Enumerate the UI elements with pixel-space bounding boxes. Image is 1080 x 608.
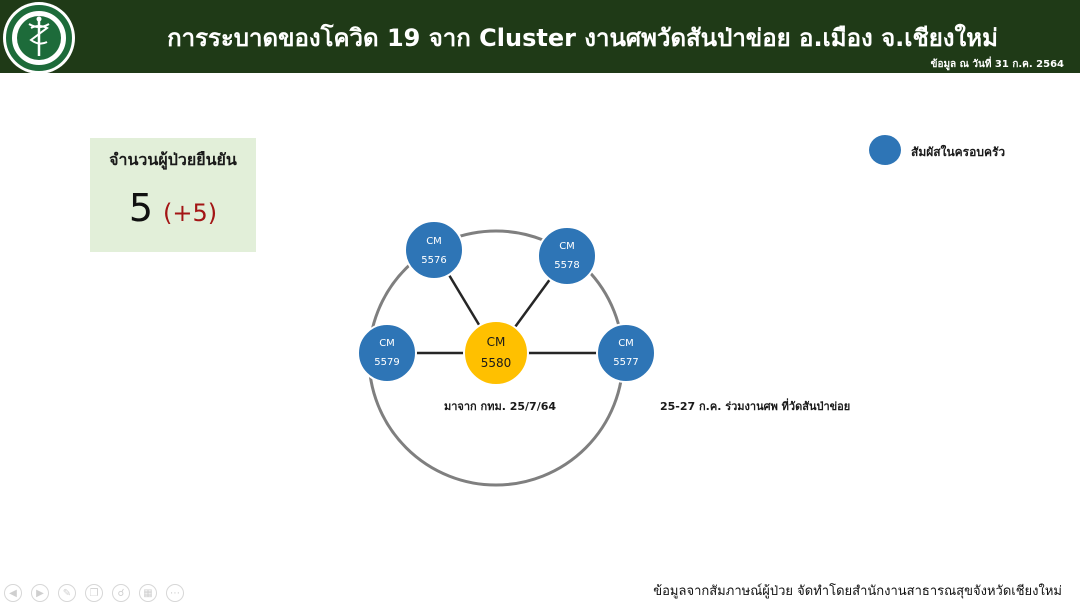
- ministry-logo: [3, 2, 75, 74]
- node-5579-circle: [357, 323, 417, 383]
- node-5578-line1: CM: [559, 241, 575, 252]
- footer-credit: ข้อมูลจากสัมภาษณ์ผู้ป่วย จัดทำโดยสำนักงา…: [653, 584, 1062, 599]
- node-5577-line2: 5577: [613, 357, 638, 368]
- zoom-icon[interactable]: ☌: [112, 584, 130, 602]
- more-icon[interactable]: ⋯: [166, 584, 184, 602]
- node-5576-circle: [404, 220, 464, 280]
- confirmed-cases-label: จำนวนผู้ป่วยยืนยัน: [109, 150, 237, 169]
- node-5577-circle: [596, 323, 656, 383]
- source-note: มาจาก กทม. 25/7/64: [444, 400, 557, 413]
- node-5578-circle: [537, 226, 597, 286]
- ministry-seal-icon: [5, 4, 73, 72]
- node-5580-center: CM 5580: [463, 320, 529, 386]
- legend-swatch: [869, 135, 901, 165]
- node-5580-circle: [463, 320, 529, 386]
- node-5579: CM 5579: [357, 323, 417, 383]
- node-5576: CM 5576: [404, 220, 464, 280]
- node-5577: CM 5577: [596, 323, 656, 383]
- node-5579-line1: CM: [379, 338, 395, 349]
- confirmed-cases-box: จำนวนผู้ป่วยยืนยัน 5 (+5): [90, 138, 256, 252]
- node-5577-line1: CM: [618, 338, 634, 349]
- legend-label: สัมผัสในครอบครัว: [911, 145, 1006, 159]
- node-5579-line2: 5579: [374, 357, 399, 368]
- event-note: 25-27 ก.ค. ร่วมงานศพ ที่วัดสันป่าข่อย: [660, 400, 851, 413]
- header-bar: การระบาดของโควิด 19 จาก Cluster งานศพวัด…: [0, 0, 1080, 74]
- next-icon[interactable]: ▶: [31, 584, 49, 602]
- node-5576-line2: 5576: [421, 255, 446, 266]
- confirmed-cases-count: 5: [128, 186, 154, 230]
- copy-icon[interactable]: ❐: [85, 584, 103, 602]
- confirmed-cases-value: 5 (+5): [90, 186, 256, 230]
- node-5578: CM 5578: [537, 226, 597, 286]
- prev-icon[interactable]: ◀: [4, 584, 22, 602]
- node-5580-line1: CM: [487, 335, 506, 349]
- node-5576-line1: CM: [426, 236, 442, 247]
- page-title: การระบาดของโควิด 19 จาก Cluster งานศพวัด…: [167, 24, 998, 52]
- slides-icon[interactable]: ▦: [139, 584, 157, 602]
- data-date-note: ข้อมูล ณ วันที่ 31 ก.ค. 2564: [930, 59, 1064, 70]
- node-5580-line2: 5580: [481, 356, 512, 370]
- confirmed-cases-delta: (+5): [163, 199, 218, 227]
- node-5578-line2: 5578: [554, 260, 579, 271]
- pen-icon[interactable]: ✎: [58, 584, 76, 602]
